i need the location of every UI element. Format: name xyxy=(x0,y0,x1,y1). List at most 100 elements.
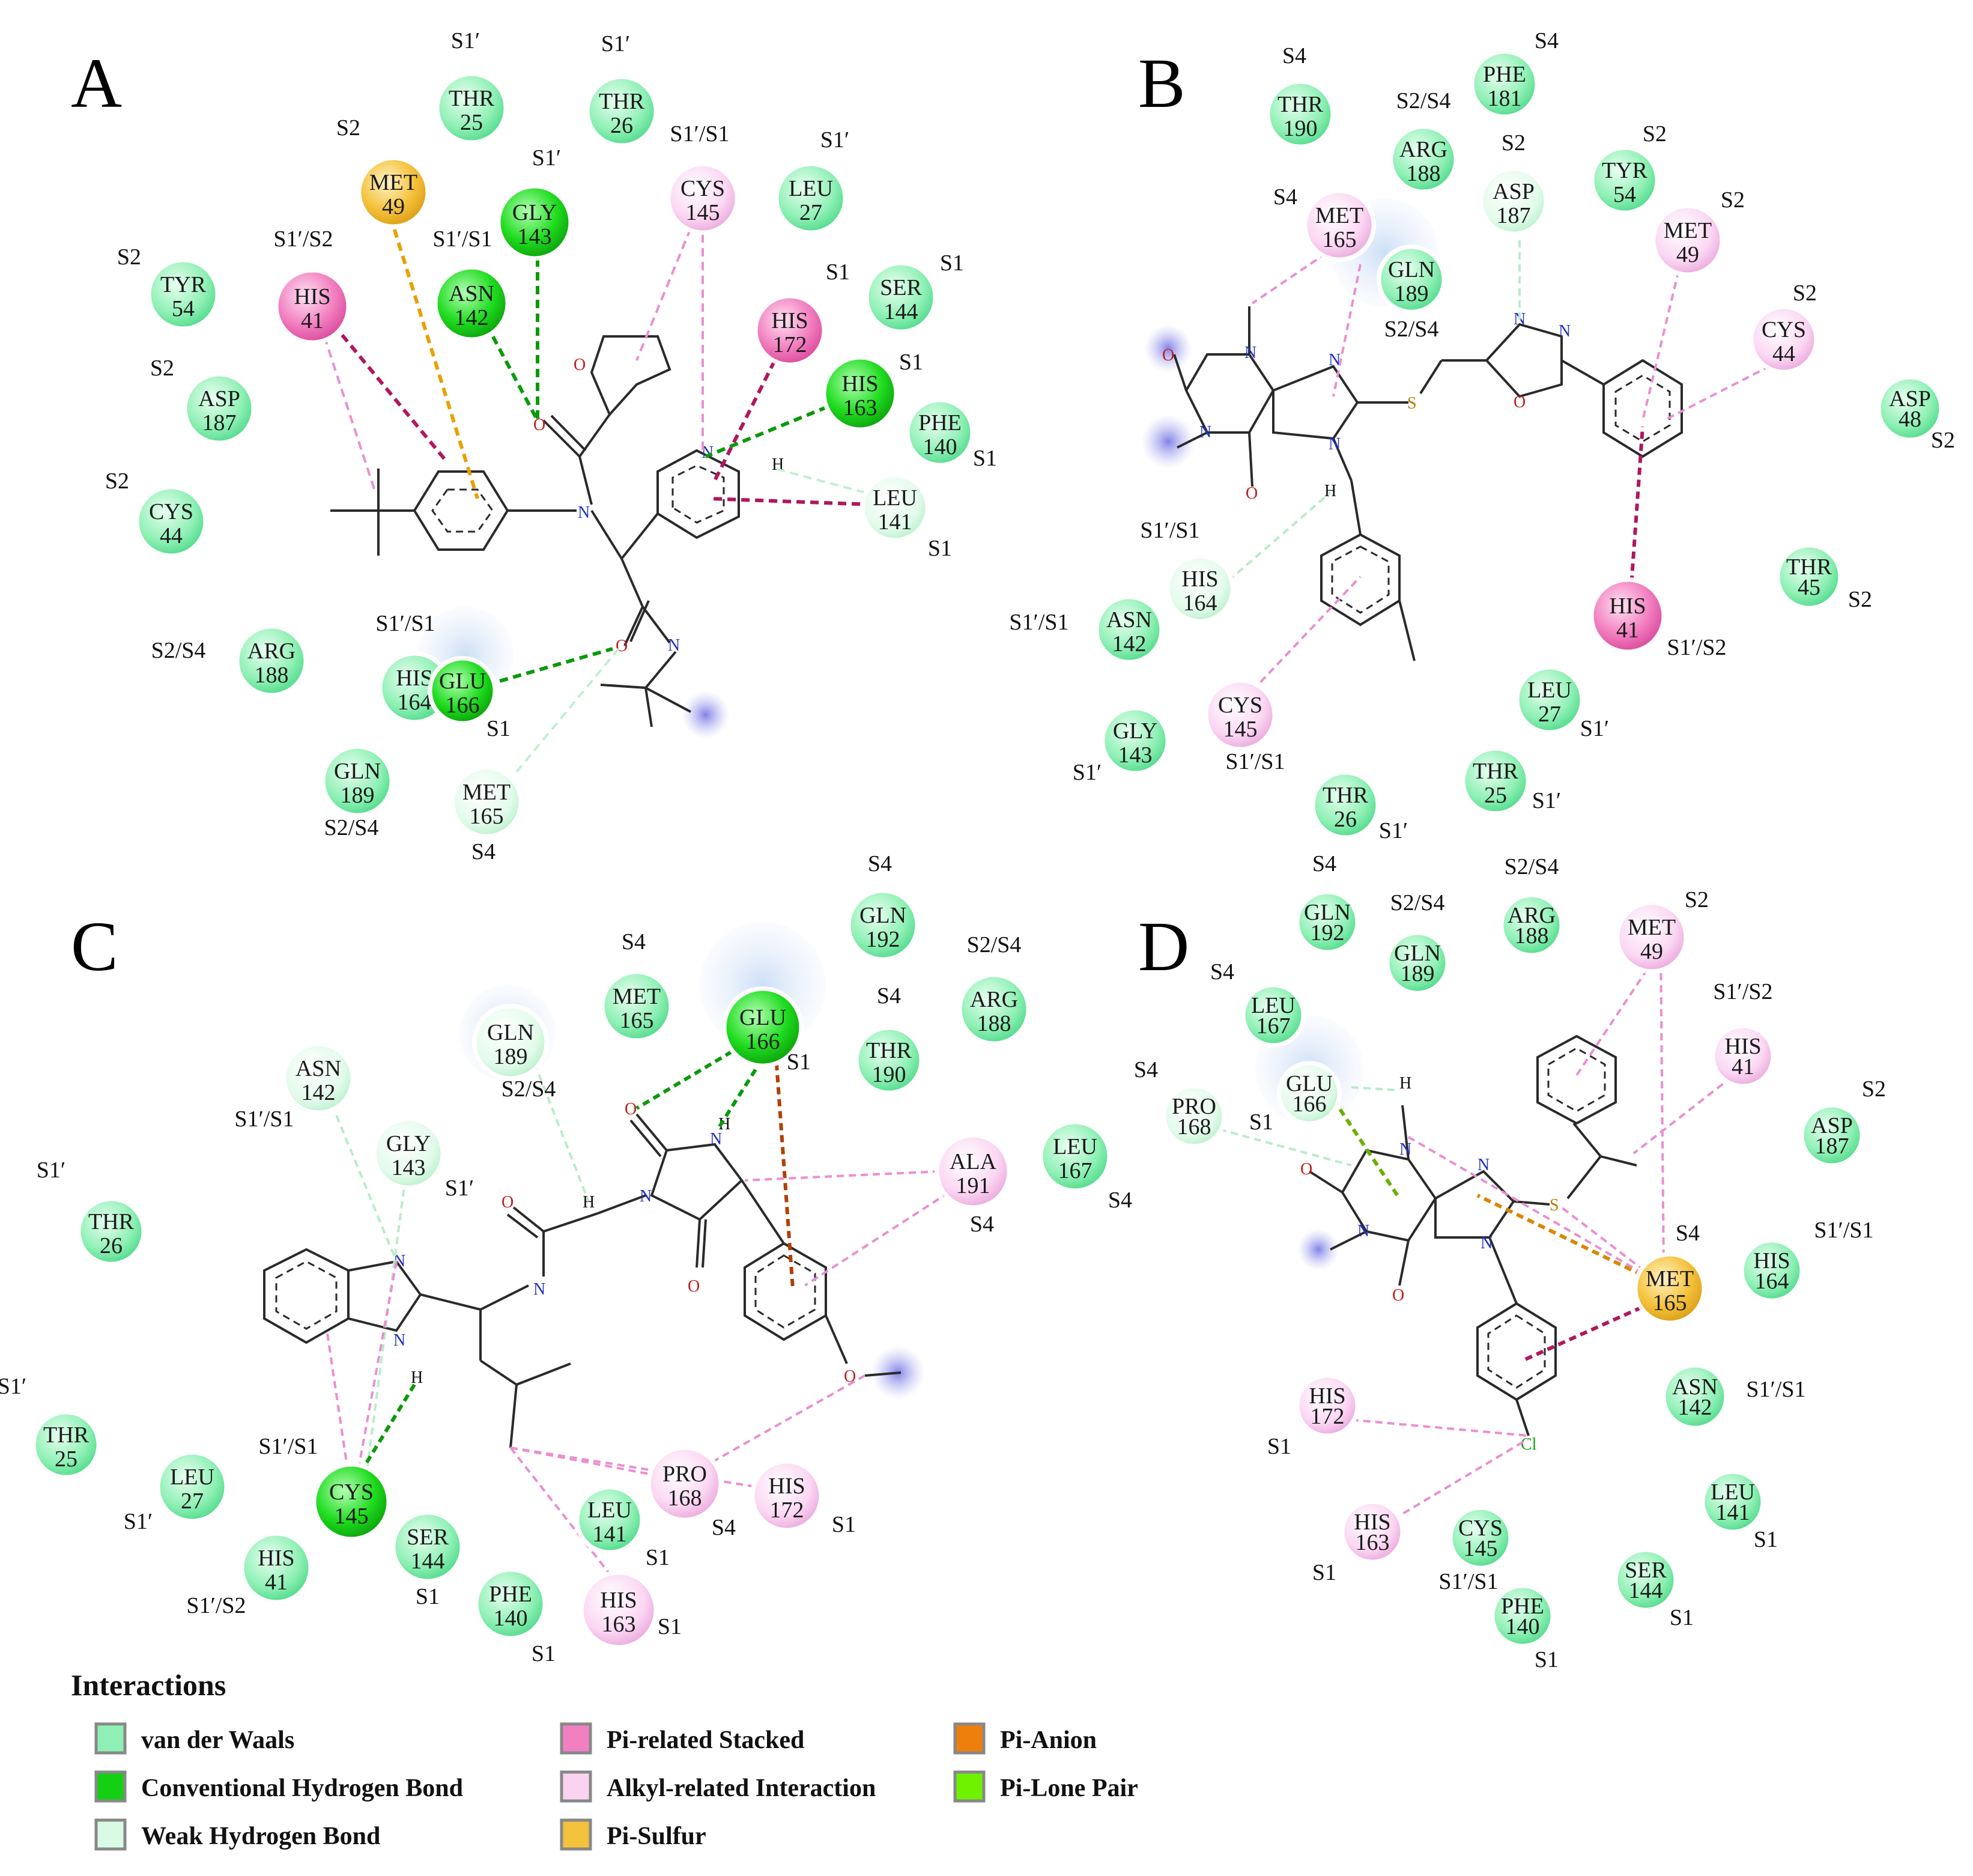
residue-number: 188 xyxy=(977,1011,1011,1036)
residue-disc xyxy=(393,1513,462,1581)
residue-disc xyxy=(1616,1550,1676,1610)
residue-disc xyxy=(1703,1472,1763,1532)
residue-disc xyxy=(856,1028,921,1093)
residue-number: 41 xyxy=(1732,1054,1754,1079)
svg-text:O: O xyxy=(1514,393,1526,411)
residue-number: 167 xyxy=(1058,1158,1093,1183)
residue-disc xyxy=(1778,545,1840,608)
residue-name: LEU xyxy=(1527,678,1572,703)
residue-number: 142 xyxy=(455,305,489,330)
residue-subsite-label: S1′ xyxy=(124,1509,153,1534)
residue-number: 187 xyxy=(1815,1134,1849,1159)
residue-name: GLN xyxy=(1304,900,1351,925)
residue-name: GLN xyxy=(334,759,381,784)
residue-name: ASN xyxy=(1672,1374,1718,1400)
residue-number: 25 xyxy=(1484,783,1507,808)
residue-disc xyxy=(1103,708,1168,773)
residue-subsite-label: S2 xyxy=(336,115,360,141)
residue-subsite-label: S4 xyxy=(1108,1188,1132,1213)
residue-subsite-label: S1 xyxy=(486,716,511,741)
residue-number: 41 xyxy=(265,1570,288,1595)
residue-disc xyxy=(1313,773,1378,837)
residue-subsite-label: S1 xyxy=(532,1641,556,1666)
residue-name: LEU xyxy=(1053,1134,1097,1159)
residue-disc xyxy=(1450,1508,1511,1568)
residue-subsite-label: S1′ xyxy=(601,31,630,56)
residue-name: MET xyxy=(1646,1266,1694,1292)
panel-c-letter: C xyxy=(71,907,118,986)
residue-subsite-label: S1′ xyxy=(1580,716,1609,741)
residue-name: GLN xyxy=(1394,941,1441,966)
residue-disc xyxy=(1664,1365,1726,1428)
residue-name: ASP xyxy=(1493,179,1535,204)
legend-swatch xyxy=(953,1770,986,1803)
panel-b-blob-1 xyxy=(1144,324,1192,372)
residue-disc xyxy=(237,627,306,695)
svg-text:H: H xyxy=(583,1193,595,1212)
residue-subsite-label: S1 xyxy=(826,260,850,285)
residue-disc xyxy=(1279,1063,1339,1123)
residue-number: 190 xyxy=(1284,116,1318,141)
residue-subsite-label: S2/S4 xyxy=(1396,88,1451,114)
residue-subsite-label: S2 xyxy=(1862,1076,1886,1102)
residue-number: 165 xyxy=(470,804,504,829)
residue-number: 172 xyxy=(773,332,807,357)
panel-b-letter: B xyxy=(1138,44,1186,123)
residue-number: 192 xyxy=(1311,920,1345,946)
residue-number: 144 xyxy=(884,299,918,324)
residue-number: 26 xyxy=(1334,807,1357,832)
residue-disc xyxy=(1342,1502,1402,1562)
residue-disc xyxy=(1879,377,1941,440)
residue-subsite-label: S2 xyxy=(1721,187,1745,213)
residue-subsite-label: S1′/S1 xyxy=(1009,610,1068,635)
residue-disc xyxy=(242,1534,311,1602)
residue-name: MET xyxy=(1628,915,1676,940)
residue-disc xyxy=(1097,597,1162,662)
residue-number: 168 xyxy=(1177,1114,1211,1140)
residue-name: ARG xyxy=(247,639,295,664)
residue-subsite-label: S1′ xyxy=(1532,788,1561,813)
residue-subsite-label: S1 xyxy=(940,250,964,276)
residue-number: 27 xyxy=(181,1489,204,1514)
residue-name: GLY xyxy=(386,1131,431,1156)
residue-subsite-label: S1′/S1 xyxy=(234,1106,294,1132)
residue-subsite-label: S1 xyxy=(1670,1605,1694,1630)
residue-name: HIS xyxy=(771,308,808,333)
residue-disc xyxy=(323,747,392,815)
svg-text:S: S xyxy=(1550,1196,1559,1215)
residue-disc xyxy=(849,891,917,959)
svg-text:O: O xyxy=(1392,1286,1404,1305)
residue-disc xyxy=(34,1412,98,1477)
legend-label: Pi-Anion xyxy=(1000,1726,1097,1754)
residue-number: 188 xyxy=(1515,923,1549,949)
residue-subsite-label: S4 xyxy=(1210,959,1234,985)
panel-d-blob xyxy=(1297,1228,1339,1270)
residue-disc xyxy=(1592,580,1664,652)
residue-disc xyxy=(649,1448,721,1520)
residue-number: 166 xyxy=(746,1029,780,1054)
legend-item: Pi-Anion xyxy=(953,1722,1097,1755)
panel-a-atoms: O N O N O N H xyxy=(533,356,784,655)
residue-subsite-label: S2/S4 xyxy=(1505,854,1559,879)
residue-subsite-label: S2 xyxy=(1502,130,1526,156)
residue-subsite-label: S2 xyxy=(1643,121,1667,147)
